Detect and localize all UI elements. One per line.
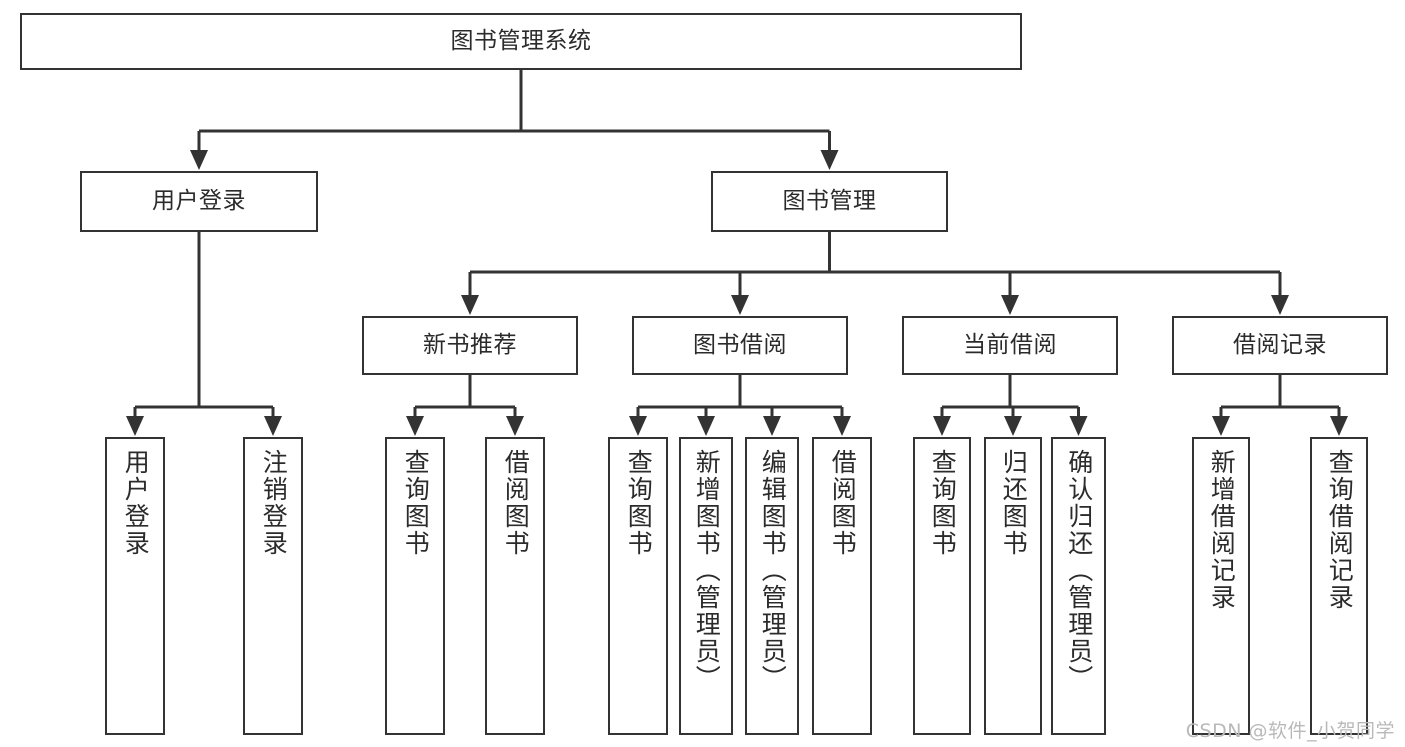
- node-label-leaf-logout: 注销登录: [259, 449, 289, 557]
- connector-arrowhead: [126, 416, 144, 436]
- connector-arrowhead: [406, 416, 424, 436]
- connector-arrowhead: [697, 416, 715, 436]
- connector-arrowhead: [1271, 295, 1289, 315]
- node-label-leaf-add-borrow-record: 新增借阅记录: [1207, 449, 1237, 611]
- node-current-borrow[interactable]: 当前借阅: [902, 316, 1118, 375]
- node-label-root: 图书管理系统: [450, 27, 592, 54]
- node-leaf-confirm-return-admin[interactable]: 确认归还（管理员）: [1051, 437, 1106, 735]
- node-leaf-query-book-recommend[interactable]: 查询图书: [385, 437, 445, 735]
- node-root[interactable]: 图书管理系统: [20, 13, 1022, 70]
- node-leaf-user-login[interactable]: 用户登录: [105, 437, 165, 735]
- node-label-leaf-user-login: 用户登录: [121, 449, 151, 557]
- connector-arrowhead: [1212, 416, 1230, 436]
- connector-arrowhead: [1330, 416, 1348, 436]
- node-label-leaf-add-book-admin: 新增图书（管理员）: [692, 449, 722, 692]
- node-leaf-add-borrow-record[interactable]: 新增借阅记录: [1192, 437, 1250, 735]
- connector-arrowhead: [264, 416, 282, 436]
- node-label-book-borrow: 图书借阅: [693, 331, 787, 358]
- node-book-borrow[interactable]: 图书借阅: [632, 316, 848, 375]
- node-label-user-login: 用户登录: [152, 187, 246, 214]
- watermark-label: CSDN @软件_小贺同学: [1185, 720, 1395, 742]
- connector-arrowhead: [629, 416, 647, 436]
- node-leaf-query-borrow-record[interactable]: 查询借阅记录: [1310, 437, 1368, 735]
- connector-arrowhead: [1069, 416, 1088, 436]
- connector-arrowhead: [731, 295, 749, 315]
- node-new-book-recommend[interactable]: 新书推荐: [362, 316, 578, 375]
- connector-arrowhead: [506, 416, 524, 436]
- node-label-leaf-query-book-current: 查询图书: [928, 449, 958, 557]
- node-book-management[interactable]: 图书管理: [711, 171, 948, 232]
- node-borrow-record[interactable]: 借阅记录: [1172, 316, 1388, 375]
- connector-arrowhead: [190, 150, 208, 170]
- node-leaf-add-book-admin[interactable]: 新增图书（管理员）: [679, 437, 733, 735]
- connector-group: [126, 70, 1348, 436]
- node-label-current-borrow: 当前借阅: [963, 331, 1057, 358]
- node-label-leaf-borrow-book: 借阅图书: [828, 449, 858, 557]
- node-leaf-edit-book-admin[interactable]: 编辑图书（管理员）: [745, 437, 799, 735]
- node-label-leaf-edit-book-admin: 编辑图书（管理员）: [758, 449, 788, 692]
- node-user-login[interactable]: 用户登录: [80, 171, 318, 232]
- node-label-leaf-borrow-book-recommend: 借阅图书: [501, 449, 531, 557]
- node-label-leaf-query-book-recommend: 查询图书: [401, 449, 431, 557]
- node-label-new-book-recommend: 新书推荐: [423, 331, 517, 358]
- node-label-book-management: 图书管理: [782, 187, 877, 214]
- connector-arrowhead: [1001, 295, 1019, 315]
- node-label-leaf-query-book-borrow: 查询图书: [624, 449, 654, 557]
- node-leaf-borrow-book-recommend[interactable]: 借阅图书: [485, 437, 545, 735]
- node-leaf-query-book-borrow[interactable]: 查询图书: [608, 437, 668, 735]
- connector-arrowhead: [763, 416, 781, 436]
- connector-arrowhead: [820, 150, 839, 170]
- connector-arrowhead: [833, 416, 851, 436]
- node-label-leaf-return-book: 归还图书: [999, 449, 1029, 557]
- node-leaf-borrow-book[interactable]: 借阅图书: [812, 437, 872, 735]
- connector-arrowhead: [461, 295, 479, 315]
- node-leaf-return-book[interactable]: 归还图书: [984, 437, 1042, 735]
- node-leaf-logout[interactable]: 注销登录: [243, 437, 303, 735]
- node-leaf-query-book-current[interactable]: 查询图书: [913, 437, 971, 735]
- connector-arrowhead: [933, 416, 951, 436]
- node-label-leaf-confirm-return-admin: 确认归还（管理员）: [1064, 449, 1094, 692]
- node-label-leaf-query-borrow-record: 查询借阅记录: [1325, 449, 1355, 611]
- connector-arrowhead: [1004, 416, 1022, 436]
- node-label-borrow-record: 借阅记录: [1233, 331, 1327, 358]
